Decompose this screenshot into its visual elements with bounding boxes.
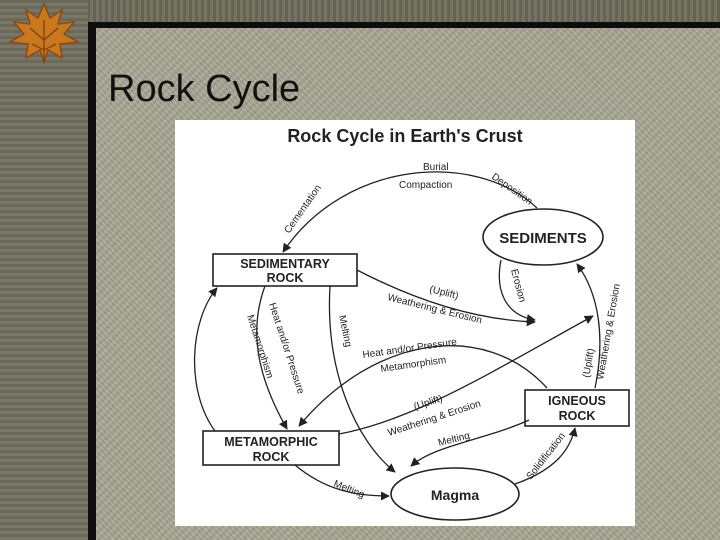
node-metamorphic-line1: METAMORPHIC xyxy=(224,435,318,449)
arrow-sediments-erosion xyxy=(498,259,536,324)
rock-cycle-svg: Rock Cycle in Earth's Crust SEDIMENTS SE… xyxy=(193,126,630,521)
label-deposition: Deposition xyxy=(489,171,534,207)
label-compaction: Compaction xyxy=(399,180,452,191)
autumn-leaf-icon xyxy=(7,2,81,65)
node-metamorphic-line2: ROCK xyxy=(253,450,290,464)
label-erosion: Erosion xyxy=(508,268,527,304)
label-uplift-3: (Uplift) xyxy=(581,348,597,379)
node-igneous-line1: IGNEOUS xyxy=(548,394,606,408)
node-igneous-rock: IGNEOUS ROCK xyxy=(524,389,630,427)
node-metamorphic-rock: METAMORPHIC ROCK xyxy=(202,430,340,466)
diagram-title: Rock Cycle in Earth's Crust xyxy=(287,126,522,146)
slide-title: Rock Cycle xyxy=(108,68,301,110)
arrow-igneous-weathering-up xyxy=(576,263,601,389)
node-magma: Magma xyxy=(390,467,520,521)
arrow-metamorphic-to-sedimentary xyxy=(193,287,218,432)
label-metamorphism-1: Metamorphism xyxy=(244,314,275,380)
arrow-igneous-melting xyxy=(410,419,530,467)
top-texture-band xyxy=(0,0,720,22)
arrow-sedimentary-to-metamorphic xyxy=(256,285,288,430)
label-melting-2: Melting xyxy=(437,430,471,448)
arrow-sediments-to-sedimentary xyxy=(282,171,538,253)
node-sedimentary-line1: SEDIMENTARY xyxy=(240,257,330,271)
label-uplift-2: (Uplift) xyxy=(413,393,444,413)
label-melting-3: Melting xyxy=(332,479,366,501)
arrow-sedimentary-weathering xyxy=(356,269,536,327)
node-magma-label: Magma xyxy=(431,487,479,503)
label-melting-1: Melting xyxy=(336,314,353,348)
node-igneous-line2: ROCK xyxy=(559,409,596,423)
label-heat-pressure-1: Heat and/or Pressure xyxy=(266,302,306,396)
arrow-magma-solidification xyxy=(514,427,578,485)
label-weathering-erosion-1: Weathering & Erosion xyxy=(386,292,483,326)
node-sedimentary-rock: SEDIMENTARY ROCK xyxy=(212,253,358,287)
arrow-igneous-to-metamorphic xyxy=(298,345,548,427)
node-sediments: SEDIMENTS xyxy=(482,208,604,266)
node-sediments-label: SEDIMENTS xyxy=(499,230,587,247)
arrow-metamorphic-melting xyxy=(294,464,390,501)
left-texture-band xyxy=(0,0,88,540)
node-sedimentary-line2: ROCK xyxy=(267,271,304,285)
arrow-metamorphic-weathering xyxy=(338,315,594,435)
label-uplift-1: (Uplift) xyxy=(428,284,459,302)
arrow-sedimentary-melting xyxy=(328,285,396,473)
rock-cycle-diagram: Rock Cycle in Earth's Crust SEDIMENTS SE… xyxy=(175,120,635,526)
label-burial: Burial xyxy=(423,162,449,173)
